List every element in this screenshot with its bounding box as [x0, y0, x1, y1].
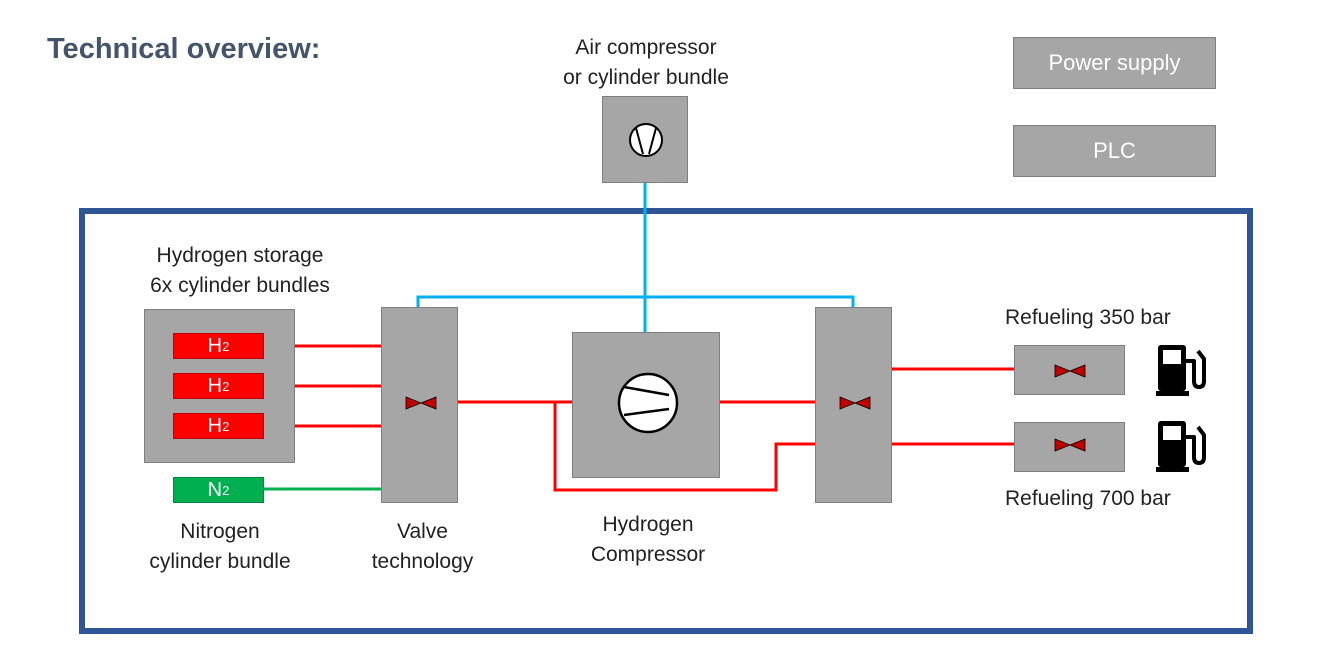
compressor-icon — [629, 123, 663, 157]
valve-icon — [1054, 364, 1086, 378]
plc-box: PLC — [1013, 125, 1216, 177]
valve-icon — [1054, 438, 1086, 452]
power-supply-box: Power supply — [1013, 37, 1216, 89]
hydrogen-storage-label-line1: Hydrogen storage — [156, 244, 324, 267]
refuel-700-label: Refueling 700 bar — [1005, 487, 1171, 510]
fuel-pump-icon — [1156, 345, 1206, 396]
air-compressor-label-line2: or cylinder bundle — [563, 66, 729, 89]
compressor-label-line2: Compressor — [590, 543, 706, 566]
hydrogen-compressor-box — [572, 332, 720, 478]
valve-label-line1: Valve — [397, 520, 448, 543]
h2-bundle-label: H — [207, 414, 223, 437]
valve-technology-label: Valve technology — [350, 517, 495, 577]
dispenser-valve-box — [815, 307, 892, 503]
h2-bundle-sub: 2 — [222, 378, 230, 394]
compressor-icon — [617, 372, 679, 434]
valve-label-line2: technology — [371, 550, 474, 573]
n2-bundle-label: N — [207, 478, 223, 501]
n2-bundle-sub: 2 — [222, 482, 230, 498]
refuel-350-valve-box — [1014, 345, 1125, 395]
fuel-pump-icon — [1156, 421, 1206, 472]
air-compressor-label-line1: Air compressor — [575, 36, 717, 59]
nitrogen-label-line1: Nitrogen — [180, 520, 260, 543]
refuel-700-valve-box — [1014, 422, 1125, 472]
nitrogen-label-line2: cylinder bundle — [149, 550, 291, 573]
page-title: Technical overview: — [47, 33, 321, 65]
hydrogen-storage-label: Hydrogen storage 6x cylinder bundles — [120, 241, 360, 301]
air-compressor-box — [602, 96, 688, 183]
h2-bundle-label: H — [207, 374, 223, 397]
hydrogen-storage-label-line2: 6x cylinder bundles — [150, 274, 330, 297]
valve-icon — [839, 396, 871, 410]
valve-icon — [405, 396, 437, 410]
system-frame — [79, 208, 1253, 634]
compressor-label-line1: Hydrogen — [602, 513, 694, 536]
nitrogen-label: Nitrogen cylinder bundle — [120, 517, 320, 577]
h2-bundle-label: H — [207, 334, 223, 357]
h2-bundle-sub: 2 — [222, 338, 230, 354]
air-compressor-label: Air compressor or cylinder bundle — [548, 33, 744, 93]
valve-technology-box — [381, 307, 458, 503]
hydrogen-compressor-label: Hydrogen Compressor — [570, 510, 726, 570]
h2-bundle-sub: 2 — [222, 418, 230, 434]
refuel-350-label: Refueling 350 bar — [1005, 306, 1171, 329]
